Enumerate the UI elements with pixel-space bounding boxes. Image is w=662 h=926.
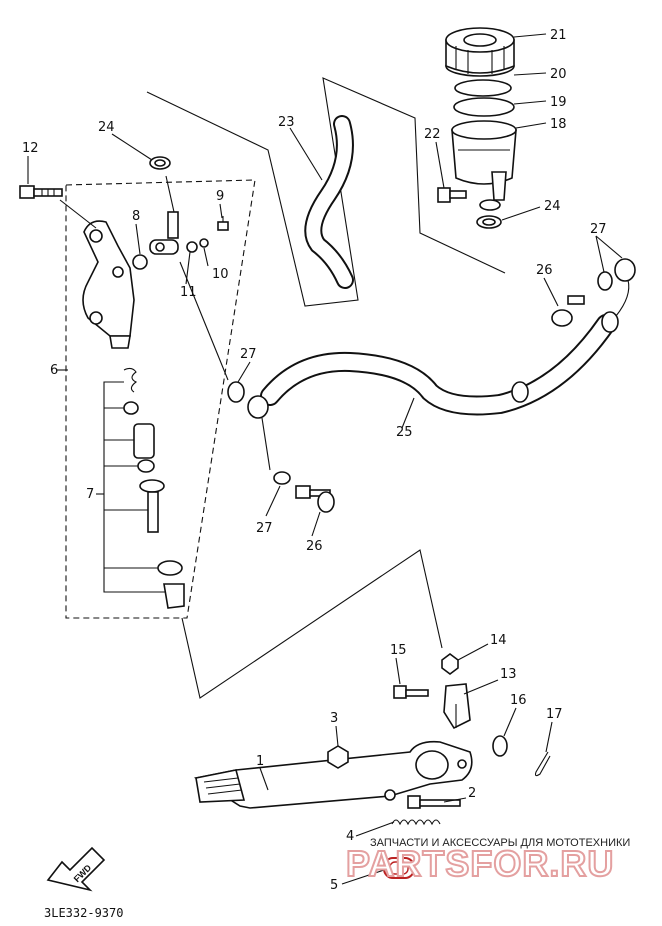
copper-washer [227,381,245,403]
clevis-pin [393,685,429,699]
master-cylinder-body [82,220,135,349]
o-ring [132,254,148,270]
pedal-pivot-bolt [407,795,461,809]
master-cylinder-assembly-outline [65,179,256,619]
callout-16: 16 [510,693,527,708]
callout-25: 25 [396,425,413,440]
callout-18: 18 [550,117,567,132]
callout-9: 9 [216,189,224,204]
callout-13: 13 [500,667,517,682]
plain-washer [492,735,508,757]
bracket-7 [103,381,166,593]
clevis-nut [441,653,459,675]
callout-19: 19 [550,95,567,110]
callout-2: 2 [468,786,476,801]
callout-10: 10 [212,267,229,282]
washer-10 [199,238,209,248]
callout-22: 22 [424,127,441,142]
callout-5: 5 [330,878,338,893]
callout-24: 24 [98,120,115,135]
brake-hose [247,258,636,419]
callout-3: 3 [330,711,338,726]
callout-24: 24 [544,199,561,214]
bleed-screw [217,216,229,231]
watermark-logo: PARTSFOR.RU [346,843,614,884]
callout-26: 26 [306,539,323,554]
pedal-nut [327,745,349,769]
watermark-tagline: ЗАПЧАСТИ И АКСЕССУАРЫ ДЛЯ МОТОТЕХНИКИ [370,837,630,849]
leader-lines [27,33,623,885]
callout-6: 6 [50,363,58,378]
union-bolt [295,485,335,513]
return-spring [391,819,441,826]
reservoir-tank [451,120,517,211]
brake-pedal [193,740,473,809]
hose-clip-upper [476,215,502,229]
copper-washer [597,271,613,291]
callout-27: 27 [590,222,607,237]
callout-15: 15 [390,643,407,658]
callout-11: 11 [180,285,197,300]
callout-8: 8 [132,209,140,224]
callout-27: 27 [240,347,257,362]
callout-20: 20 [550,67,567,82]
callout-26: 26 [536,263,553,278]
spring-hook [383,857,415,879]
callout-7: 7 [86,487,94,502]
clevis [443,683,471,730]
union-bolt [551,295,585,327]
cotter-pin [534,751,551,777]
reservoir-hose [304,115,354,289]
callout-12: 12 [22,141,39,156]
callout-17: 17 [546,707,563,722]
reservoir-screw [437,187,467,203]
diaphragm [453,97,515,117]
piston-kit [123,367,185,609]
mounting-bolt [19,185,63,199]
callout-14: 14 [490,633,507,648]
callout-23: 23 [278,115,295,130]
callout-1: 1 [256,754,264,769]
diaphragm-plate [454,79,512,97]
copper-washer [273,471,291,485]
callout-4: 4 [346,829,354,844]
callout-21: 21 [550,28,567,43]
hose-clip-lower [149,156,171,170]
reservoir-cap [445,27,515,77]
front-direction-arrow: FWD [46,846,106,892]
hose-joint [149,211,179,255]
pedal-group-outline [181,549,443,699]
callout-27: 27 [256,521,273,536]
washer-11 [186,241,198,253]
drawing-code: 3LE332-9370 [44,906,123,920]
